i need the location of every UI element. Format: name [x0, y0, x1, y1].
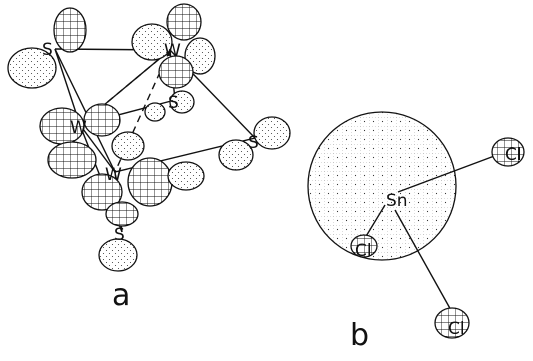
orbital-lobe	[83, 103, 121, 137]
orbital-lobe	[158, 55, 194, 89]
orbital-lobe	[166, 3, 202, 41]
orbital-lobe	[167, 161, 205, 191]
atom-label-s: S	[42, 40, 53, 60]
atom-label-w: W	[105, 165, 122, 185]
orbital-lobe	[47, 141, 97, 179]
orbital-lobe	[81, 173, 123, 211]
orbital-lobe	[218, 139, 254, 171]
bond-sn-cl2	[364, 204, 386, 239]
orbital-lobe	[169, 90, 195, 114]
bond-s1-w3	[54, 48, 116, 173]
bond-sn-cl3	[394, 209, 453, 313]
cl-orbital-lobe	[434, 307, 470, 339]
atom-label-s: S	[248, 133, 259, 153]
panel-a-label: a	[112, 278, 130, 313]
bond-sn-cl1	[397, 151, 506, 193]
orbital-lobe	[144, 102, 166, 122]
panel-a: S W S W W S S a	[7, 3, 291, 313]
orbital-lobe	[131, 23, 173, 61]
atom-label-s: S	[168, 93, 179, 113]
orbital-lobe	[53, 7, 87, 53]
atom-label-sn: Sn	[386, 191, 408, 211]
orbital-lobe	[184, 37, 216, 75]
atom-label-cl: Cl	[355, 241, 372, 261]
sn-lone-pair-lobe	[307, 111, 457, 261]
atom-label-w: W	[70, 118, 87, 138]
panel-b-label: b	[350, 318, 369, 353]
atom-label-cl: Cl	[505, 145, 522, 165]
orbital-lobe	[105, 201, 139, 227]
orbital-lobe	[98, 238, 138, 272]
panel-b: Sn Cl Cl Cl b	[307, 111, 525, 353]
orbital-lobe	[253, 116, 291, 150]
panel-a-atom-labels: S W S W W S S	[42, 40, 259, 245]
bond-w2-s1-dash	[79, 49, 171, 126]
atom-label-s: S	[114, 225, 125, 245]
orbital-lobe	[7, 47, 57, 89]
cl-orbital-lobe	[350, 234, 378, 258]
panel-a-orbital-lobes	[7, 3, 291, 272]
bond-w2-w3	[79, 124, 116, 173]
cl-orbital-lobe	[491, 137, 525, 167]
atom-label-w: W	[164, 41, 181, 61]
orbital-lobe	[111, 131, 145, 161]
atom-label-cl: Cl	[448, 319, 465, 339]
orbital-lobe	[127, 157, 173, 207]
